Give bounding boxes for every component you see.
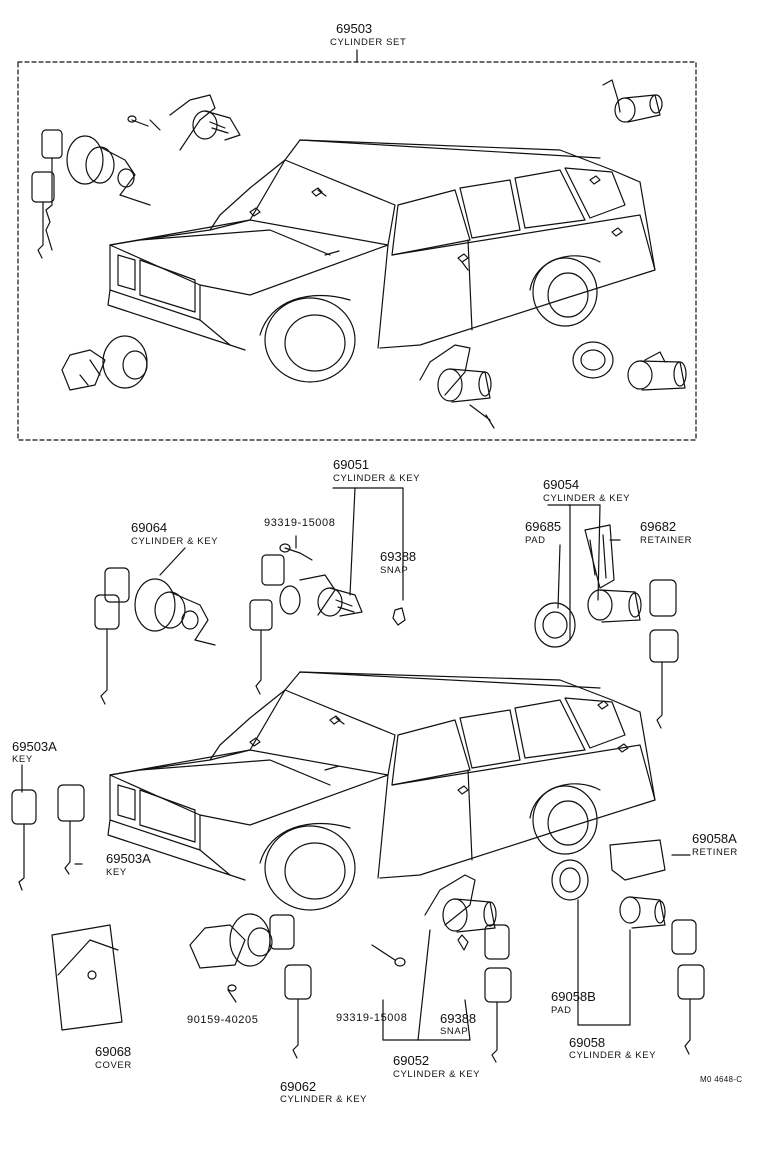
top-center-cylinder (419, 344, 495, 429)
label-69682-desc: RETAINER (640, 535, 693, 546)
label-90159-40205: 90159-40205 (187, 1014, 259, 1026)
label-69054-number: 69054 (543, 477, 580, 492)
part-69051-drawing (249, 543, 406, 695)
top-key-and-cylinder (31, 129, 151, 259)
label-93319-15008-b: 93319-15008 (336, 1012, 408, 1024)
label-69051-desc: CYLINDER & KEY (333, 473, 421, 484)
label-69058-desc: CYLINDER & KEY (569, 1050, 657, 1061)
label-69058-number: 69058 (569, 1035, 606, 1050)
bracket-69054 (567, 504, 571, 641)
label-69503-number: 69503 (336, 21, 373, 36)
label-69503A-desc-2: KEY (106, 867, 127, 878)
label-69685-desc: PAD (525, 535, 546, 546)
part-69064-drawing (94, 567, 216, 705)
label-69068-number: 69068 (95, 1044, 132, 1059)
top-bolt-and-cylinder (127, 94, 241, 151)
bracket-69051 (332, 487, 404, 601)
part-69068-drawing (51, 924, 123, 1031)
part-69062-drawing (189, 913, 312, 1059)
part-69054-drawing (534, 524, 679, 729)
label-69503A-number-1: 69503A (12, 739, 57, 754)
label-69058B-number: 69058B (551, 989, 596, 1004)
top-left-cylinder-lower (61, 335, 148, 391)
cylinder-set-frame (17, 61, 697, 441)
label-69388a-number: 69388 (380, 549, 417, 564)
label-69685-number: 69685 (525, 519, 562, 534)
bottom-car-illustration (107, 671, 656, 911)
top-right-cylinder (602, 79, 663, 123)
label-69062-number: 69062 (280, 1079, 317, 1094)
label-69054-desc: CYLINDER & KEY (543, 493, 631, 504)
label-69388a-desc: SNAP (380, 565, 409, 576)
label-69388b-number: 69388 (440, 1011, 477, 1026)
label-69682-number: 69682 (640, 519, 677, 534)
label-69058A-number: 69058A (692, 831, 737, 846)
top-pad-and-cylinder (572, 341, 687, 391)
label-69052-desc: CYLINDER & KEY (393, 1069, 481, 1080)
part-69503A-keys (11, 784, 85, 891)
label-93319-15008-a: 93319-15008 (264, 517, 336, 529)
label-69503-desc: CYLINDER SET (330, 37, 407, 48)
label-69058B-desc: PAD (551, 1005, 572, 1016)
label-69388b-desc: SNAP (440, 1026, 469, 1037)
label-69064-number: 69064 (131, 520, 168, 535)
label-69503A-desc-1: KEY (12, 754, 33, 765)
label-69052-number: 69052 (393, 1053, 430, 1068)
footer-code: M0 4648-C (700, 1075, 743, 1084)
label-69503A-number-2: 69503A (106, 851, 151, 866)
label-69062-desc: CYLINDER & KEY (280, 1094, 368, 1105)
top-car-illustration (107, 139, 656, 383)
leader-69685 (557, 544, 561, 609)
label-69058A-desc: RETINER (692, 847, 738, 858)
leader-69064 (159, 547, 186, 576)
part-69058-drawing (551, 839, 705, 1055)
label-69068-desc: COVER (95, 1060, 132, 1071)
label-69064-desc: CYLINDER & KEY (131, 536, 219, 547)
label-69051-number: 69051 (333, 457, 370, 472)
part-69052-drawing (371, 874, 512, 1063)
